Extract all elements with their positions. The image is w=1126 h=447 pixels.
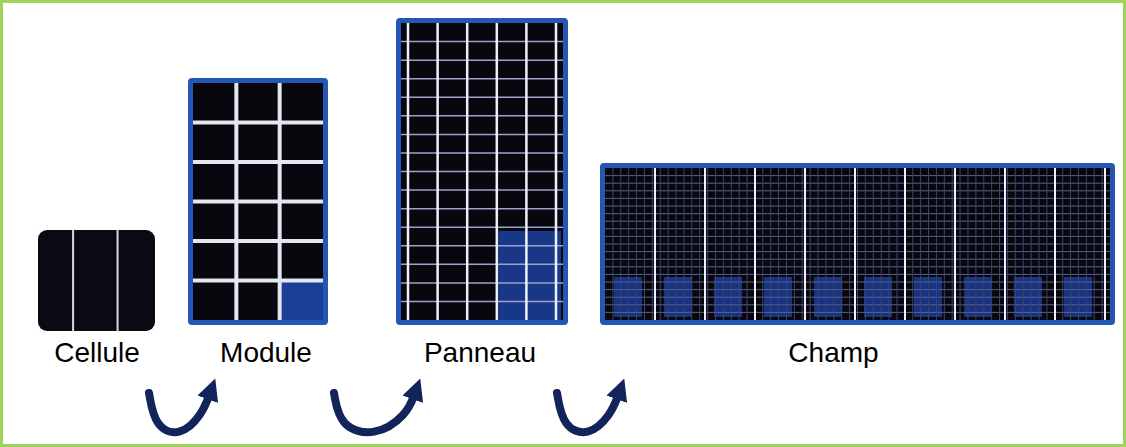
pv-stage: Module: [186, 73, 346, 375]
panel-illustration: [391, 13, 569, 375]
curved-arrow: [334, 393, 415, 432]
stage-label: Champ: [788, 337, 878, 375]
curved-arrow: [557, 393, 619, 432]
stage-label: Panneau: [424, 337, 536, 375]
pv-stage: Panneau: [391, 13, 569, 375]
pv-stage: Cellule: [33, 225, 161, 375]
pv-stage: Champ: [595, 158, 1120, 375]
stage-label: Module: [220, 337, 312, 375]
stage-label: Cellule: [54, 337, 140, 375]
module-illustration: [186, 73, 346, 375]
curved-arrow: [149, 393, 210, 432]
